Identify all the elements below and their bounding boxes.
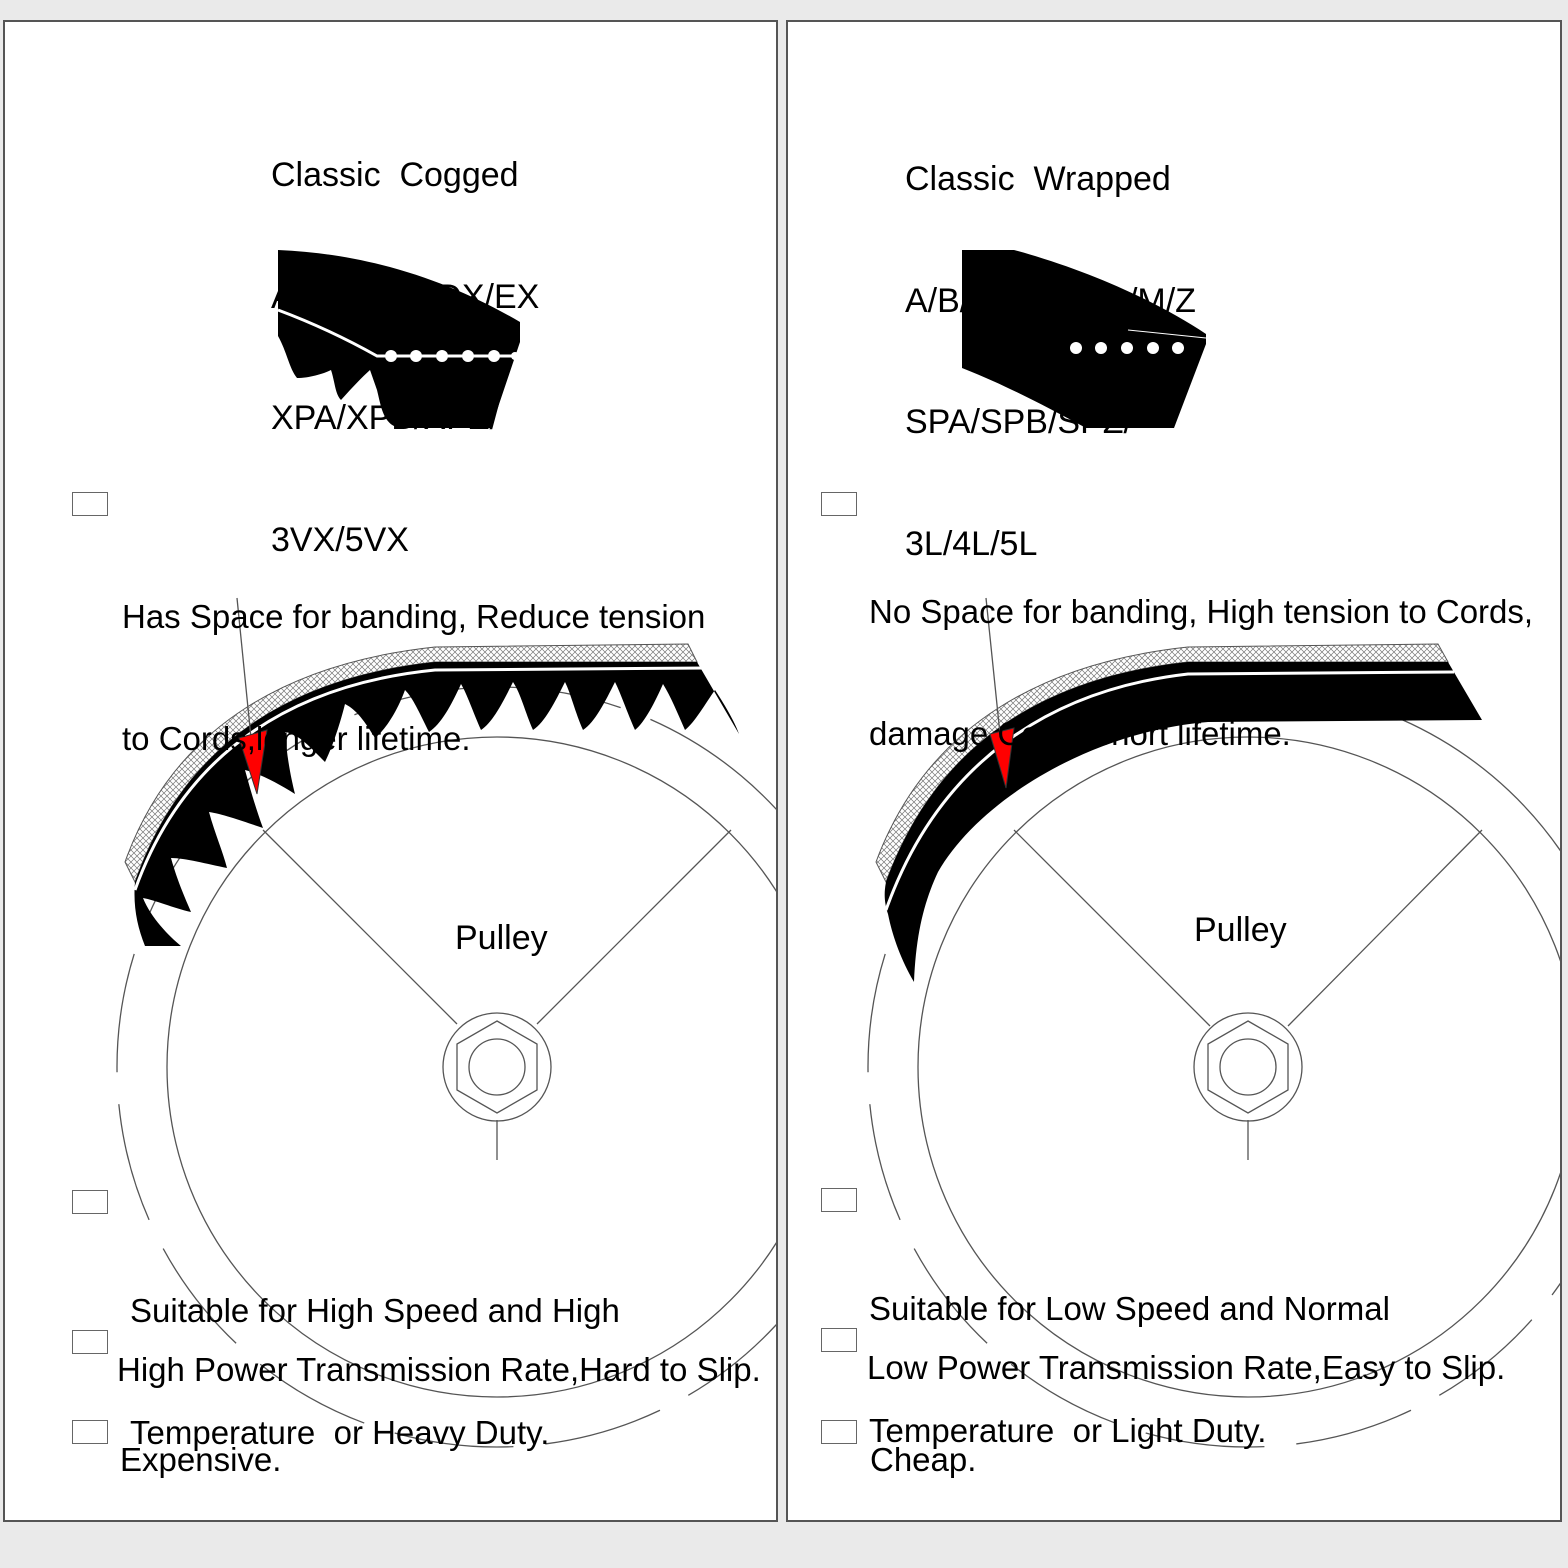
empty-checkbox-icon bbox=[821, 1188, 857, 1212]
cogged-belt-title: Classic Cogged AX/BX/CX/DX/EX XPA/XPB/XP… bbox=[271, 74, 539, 641]
feature-power-text: Low Power Transmission Rate,Easy to Slip… bbox=[867, 1349, 1506, 1386]
feature-banding-text: No Space for banding, High tension to Co… bbox=[869, 511, 1533, 835]
title-line: A/B/C/D/E/K/O/M/Z bbox=[905, 281, 1196, 320]
empty-checkbox-icon bbox=[821, 1420, 857, 1444]
empty-checkbox-icon bbox=[72, 1330, 108, 1354]
empty-checkbox-icon bbox=[821, 1328, 857, 1352]
feature-line: Suitable for Low Speed and Normal bbox=[869, 1290, 1390, 1327]
feature-power-text: High Power Transmission Rate,Hard to Sli… bbox=[117, 1351, 761, 1388]
wrapped-panel-artwork bbox=[867, 250, 1560, 1448]
feature-banding-text: Has Space for banding, Reduce tension to… bbox=[122, 516, 705, 840]
cogged-panel-artwork bbox=[116, 250, 776, 1448]
feature-line: to Cords,longer lifetime. bbox=[122, 719, 471, 757]
feature-line: damage Cords,short lifetime. bbox=[869, 714, 1291, 752]
wrapped-belt-panel: Classic Wrapped A/B/C/D/E/K/O/M/Z SPA/SP… bbox=[786, 20, 1562, 1522]
feature-price-text: Expensive. bbox=[120, 1441, 282, 1478]
red-triangle-pointer-icon bbox=[236, 597, 268, 795]
cogged-belt-panel: Classic Cogged AX/BX/CX/DX/EX XPA/XPB/XP… bbox=[3, 20, 778, 1522]
feature-line: Temperature or Heavy Duty. bbox=[130, 1413, 550, 1451]
red-triangle-pointer-icon bbox=[985, 597, 1015, 789]
feature-price-text: Cheap. bbox=[870, 1441, 977, 1478]
feature-line: No Space for banding, High tension to Co… bbox=[869, 593, 1534, 630]
feature-line: Temperature or Light Duty. bbox=[869, 1411, 1267, 1449]
pulley-label: Pulley bbox=[455, 919, 548, 957]
title-line: XPA/XPB/XPZ/ bbox=[271, 399, 500, 437]
empty-checkbox-icon bbox=[72, 492, 108, 516]
wrapped-belt-title: Classic Wrapped A/B/C/D/E/K/O/M/Z SPA/SP… bbox=[905, 78, 1196, 645]
empty-checkbox-icon bbox=[821, 492, 857, 516]
empty-checkbox-icon bbox=[72, 1190, 108, 1214]
feature-line: Has Space for banding, Reduce tension bbox=[122, 598, 706, 635]
cogged-belt-on-pulley bbox=[124, 643, 739, 946]
title-line: AX/BX/CX/DX/EX bbox=[271, 277, 540, 316]
title-line: SPA/SPB/SPZ/ bbox=[905, 403, 1134, 441]
feature-duty-text: Suitable for High Speed and High Tempera… bbox=[130, 1210, 620, 1520]
title-line: Classic Wrapped bbox=[905, 160, 1171, 198]
title-line: 3L/4L/5L bbox=[905, 524, 1038, 563]
empty-checkbox-icon bbox=[72, 1420, 108, 1444]
cogged-belt-cross-section-icon bbox=[277, 250, 520, 428]
feature-line: Suitable for High Speed and High bbox=[130, 1292, 620, 1329]
title-line: Classic Cogged bbox=[271, 156, 519, 194]
feature-duty-text: Suitable for Low Speed and Normal Temper… bbox=[869, 1208, 1390, 1520]
wrapped-belt-cross-section-icon bbox=[962, 250, 1207, 428]
pulley-label: Pulley bbox=[1194, 911, 1287, 949]
title-line: 3VX/5VX bbox=[271, 520, 409, 559]
